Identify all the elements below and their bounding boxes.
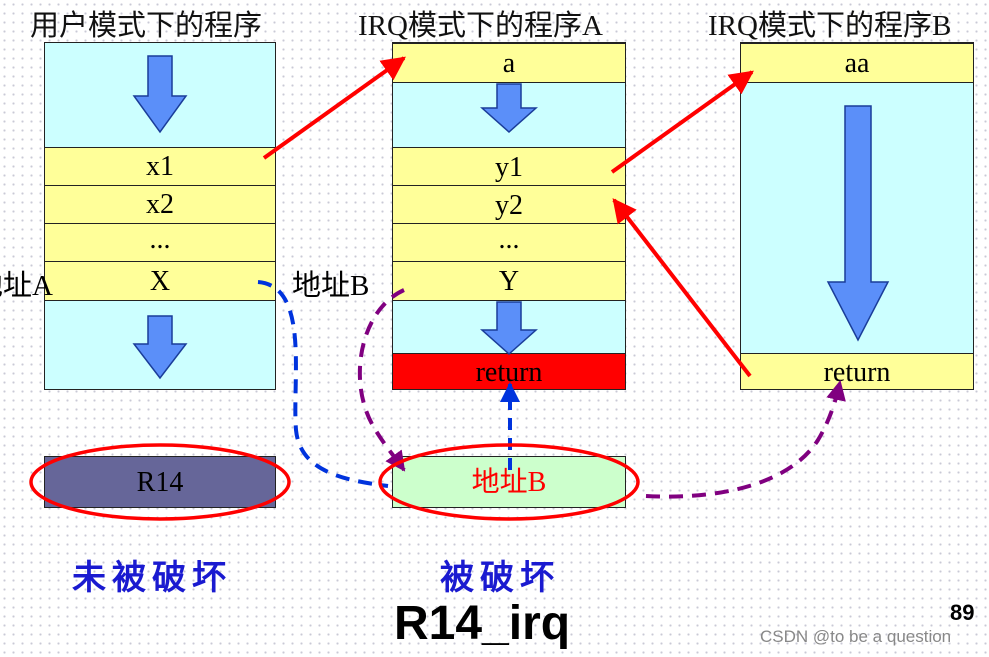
user-row-x: X bbox=[45, 261, 275, 301]
register-r14: R14 bbox=[44, 456, 276, 508]
dashed-path-return-b bbox=[645, 380, 846, 499]
down-arrow-icon bbox=[132, 55, 188, 134]
status-not-corrupted: 未被破坏 bbox=[72, 558, 232, 598]
page-number: 89 bbox=[950, 600, 975, 625]
return-arrow-irq-b-to-y2 bbox=[612, 198, 752, 378]
jump-arrow-irq-a-to-irq-b bbox=[610, 70, 754, 174]
watermark: CSDN @to be a question bbox=[760, 627, 952, 646]
dashed-path-address-a bbox=[257, 280, 389, 488]
irq-b-row-aa: aa bbox=[741, 43, 973, 83]
user-row-x1: x1 bbox=[45, 147, 275, 187]
irq-a-row-y: Y bbox=[393, 261, 625, 301]
label-address-a: 地址A bbox=[0, 270, 53, 302]
long-down-arrow-icon bbox=[826, 105, 890, 342]
irq-a-row-a: a bbox=[393, 43, 625, 83]
label-address-b: 地址B bbox=[292, 270, 370, 302]
down-arrow-icon bbox=[132, 315, 188, 380]
down-arrow-icon bbox=[480, 301, 538, 356]
jump-arrow-user-to-irq-a bbox=[262, 56, 406, 160]
highlight-ellipse-r14-irq bbox=[378, 443, 640, 521]
title-irq-program-b: IRQ模式下的程序B bbox=[708, 10, 952, 42]
register-r14-irq: 地址B bbox=[392, 456, 626, 508]
irq-b-row-return: return bbox=[741, 353, 973, 390]
down-arrow-icon bbox=[480, 83, 538, 134]
title-user-program: 用户模式下的程序 bbox=[30, 10, 263, 42]
user-row-x2: x2 bbox=[45, 185, 275, 225]
highlight-ellipse-r14 bbox=[29, 443, 291, 521]
status-corrupted: 被破坏 bbox=[440, 558, 560, 598]
dashed-path-address-b bbox=[357, 288, 406, 472]
caption-r14-irq: R14_irq bbox=[394, 597, 571, 650]
title-irq-program-a: IRQ模式下的程序A bbox=[358, 10, 603, 42]
irq-a-row-y2: y2 bbox=[393, 185, 625, 225]
